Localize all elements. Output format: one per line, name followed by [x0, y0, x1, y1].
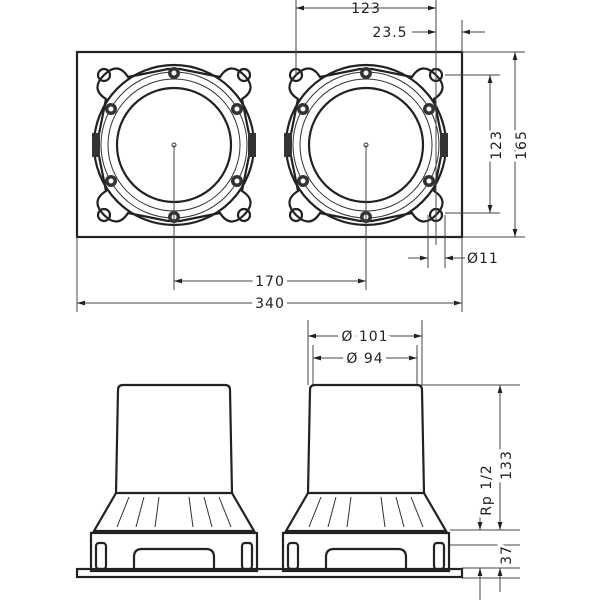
base-plate-side: [75, 567, 464, 579]
dim-inner-diameter: Ø 94: [346, 351, 383, 367]
elevation-view: [75, 383, 464, 579]
mounting-plate-outline: [75, 50, 464, 239]
dim-edge-offset: 23.5: [372, 25, 407, 41]
left-valve-body-side: [89, 383, 259, 573]
dim-top-spacing: 123: [351, 1, 381, 17]
dim-height-spacing: 123: [489, 130, 505, 160]
dim-thread: Rp 1/2: [479, 464, 495, 516]
dim-base-height: 37: [499, 545, 515, 565]
dim-body-height: 133: [499, 450, 515, 480]
dimension-labels: 123 23.5 165 123 Ø11 170 340 Ø 101 Ø 94 …: [251, 1, 533, 568]
dim-width-total: 340: [255, 296, 285, 312]
dim-outer-diameter: Ø 101: [341, 329, 388, 345]
dim-hole-diameter: Ø11: [467, 251, 499, 267]
dim-center-distance: 170: [255, 274, 285, 290]
dimension-lines: [77, 5, 520, 600]
dim-height-total: 165: [514, 130, 530, 160]
right-valve-body-side: [281, 383, 451, 573]
plan-view: [75, 0, 525, 312]
